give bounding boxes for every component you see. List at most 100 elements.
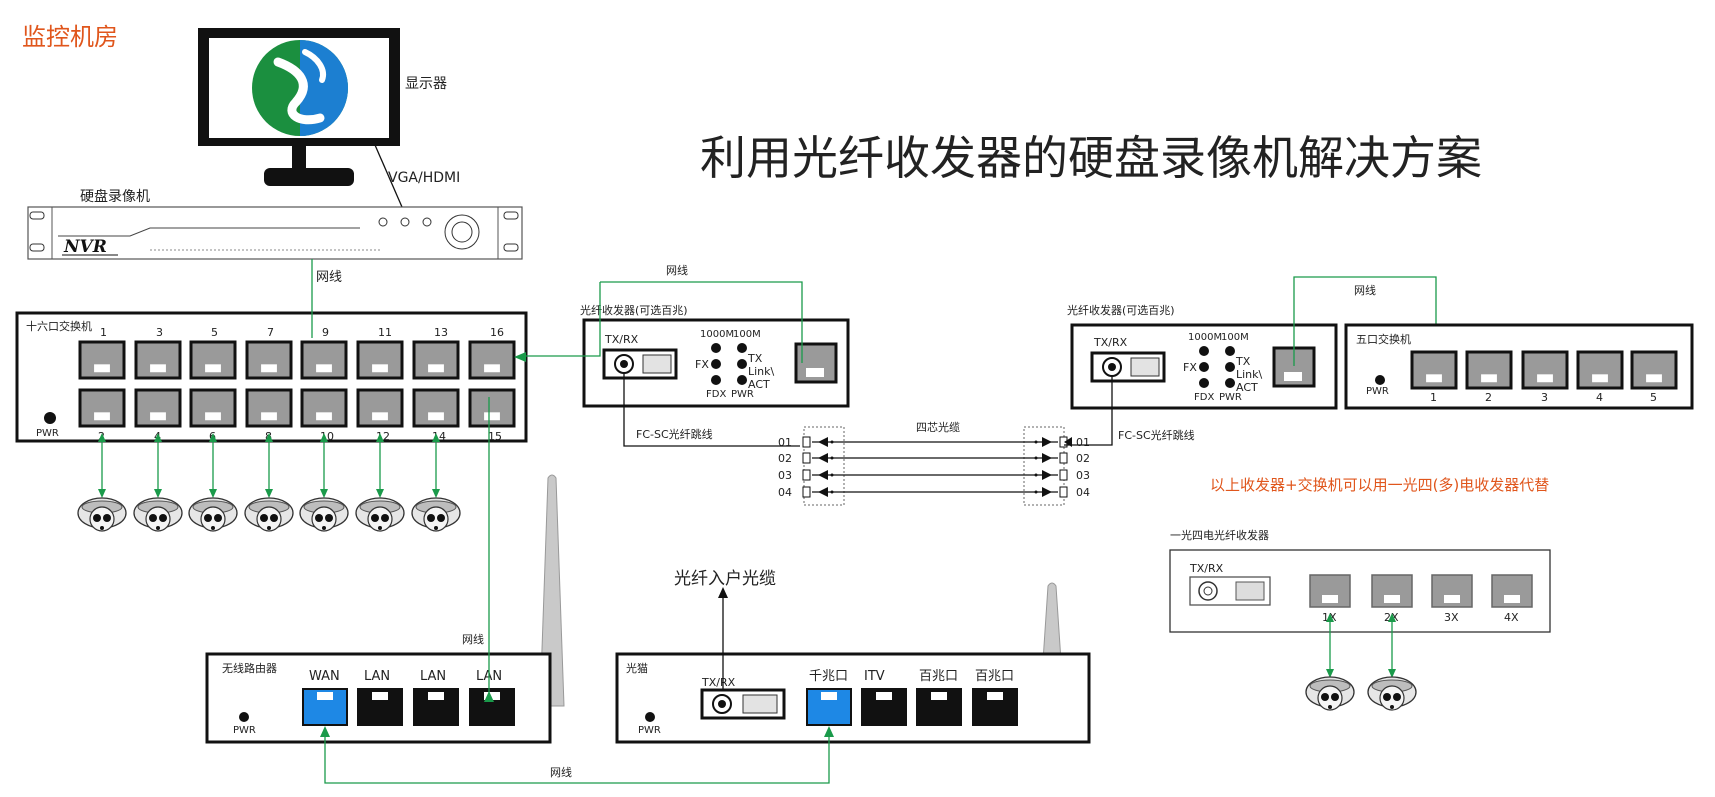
switch5-port — [1576, 350, 1624, 390]
switch16-port-number: 5 — [211, 326, 218, 339]
router-label: 无线路由器 — [222, 661, 277, 675]
switch16-port — [412, 388, 460, 428]
router-port-label: LAN — [420, 669, 446, 684]
switch5-port — [1630, 350, 1678, 390]
one-to-four-port-number: 3X — [1444, 611, 1459, 624]
monitor-stand — [264, 168, 354, 186]
switch16-port — [468, 340, 516, 380]
status-led — [711, 375, 721, 385]
modem-port-label: 百兆口 — [919, 669, 958, 684]
router-pwr-label: PWR — [233, 725, 256, 736]
switch5-port — [1465, 350, 1513, 390]
nvr-brand: NVR — [63, 237, 107, 257]
modem-chassis — [615, 652, 1091, 744]
switch16-port — [300, 388, 348, 428]
led-act: ACT — [748, 378, 770, 391]
status-led — [1199, 378, 1209, 388]
modem-port — [972, 688, 1018, 726]
one-to-four-port — [1431, 574, 1473, 608]
switch5-pwr-led — [1375, 375, 1385, 385]
switch16-port — [245, 340, 293, 380]
switch5-port — [1521, 350, 1569, 390]
switch5-port-number: 5 — [1650, 391, 1657, 404]
diagram-title: 利用光纤收发器的硬盘录像机解决方案 — [700, 131, 1482, 185]
top-right-link-label: 网线 — [1354, 283, 1376, 297]
router-port-label: LAN — [364, 669, 390, 684]
switch5-port-number: 4 — [1596, 391, 1603, 404]
fiber-core-label: 02 — [778, 452, 792, 465]
one-to-four-label: 一光四电光纤收发器 — [1170, 528, 1269, 542]
patch-cord-right — [1064, 377, 1113, 446]
led-fx: FX — [1183, 361, 1197, 374]
modem-pwr-led — [645, 712, 655, 722]
transceiver-left-label: 光纤收发器(可选百兆) — [580, 303, 688, 317]
status-led — [711, 343, 721, 353]
fiber-core-label: 01 — [1076, 436, 1090, 449]
one-to-four-txrx: TX/RX — [1189, 562, 1224, 575]
dome-camera-icon — [1367, 676, 1417, 711]
wan-cable — [324, 732, 830, 784]
switch16-port-number: 13 — [434, 326, 448, 339]
switch16-port-number: 16 — [490, 326, 504, 339]
modem-txrx: TX/RX — [701, 676, 736, 689]
nvr-dial — [444, 214, 480, 250]
switch16-port — [300, 340, 348, 380]
modem-port — [916, 688, 962, 726]
switch16-port — [78, 340, 126, 380]
monitor-label: 显示器 — [405, 76, 447, 92]
transceiver-switch5-cable — [1293, 276, 1437, 366]
switch-port16-cable — [524, 282, 601, 357]
dome-camera-icon — [133, 497, 183, 532]
status-led — [737, 375, 747, 385]
switch16-port — [468, 388, 516, 428]
room-label: 监控机房 — [22, 23, 118, 51]
fiber-core-label: 04 — [778, 486, 792, 499]
switch16-port-number: 9 — [322, 326, 329, 339]
dome-camera-icon — [299, 497, 349, 532]
modem-port-label: ITV — [864, 669, 885, 684]
fiber-label: 四芯光缆 — [916, 420, 960, 434]
router-wan-port — [302, 688, 348, 726]
led-1000m: 1000M — [1188, 332, 1222, 343]
dome-camera-icon — [411, 497, 461, 532]
vga-label: VGA/HDMI — [388, 170, 460, 186]
modem-pwr-label: PWR — [638, 725, 661, 736]
patch-cord-left — [623, 374, 800, 447]
switch16-label: 十六口交换机 — [26, 319, 92, 333]
led-link: Link\ — [1236, 368, 1263, 381]
transceiver-switch-cable — [642, 281, 803, 363]
nvr-button — [400, 217, 410, 227]
fiber-core-label: 01 — [778, 436, 792, 449]
modem-port-label: 千兆口 — [809, 669, 848, 684]
led-100m: 100M — [733, 329, 761, 340]
led-fx: FX — [695, 358, 709, 371]
led-100m: 100M — [1221, 332, 1249, 343]
one-to-four-port-number: 4X — [1504, 611, 1519, 624]
switch16-port — [245, 388, 293, 428]
dome-camera-icon — [77, 497, 127, 532]
fiber-core-label: 03 — [1076, 469, 1090, 482]
switch16-pwr-label: PWR — [36, 428, 59, 439]
nvr-label: 硬盘录像机 — [80, 188, 150, 205]
transceiver-left-txrx: TX/RX — [604, 333, 639, 346]
nvr-button — [378, 217, 388, 227]
logo-icon — [252, 40, 348, 136]
switch5-pwr-label: PWR — [1366, 386, 1389, 397]
fiber-core-label: 04 — [1076, 486, 1090, 499]
modem-port — [806, 688, 852, 726]
router-lan-port — [413, 688, 459, 726]
one-to-four-transceiver: 一光四电光纤收发器 TX/RX 1X2X3X4X — [1169, 528, 1551, 633]
led-1000m: 1000M — [700, 329, 734, 340]
switch5-port — [1410, 350, 1458, 390]
switch16-port — [189, 340, 237, 380]
status-led — [1199, 362, 1209, 372]
dome-camera-icon — [355, 497, 405, 532]
incoming-fiber-label: 光纤入户光缆 — [674, 569, 776, 589]
router-lan-port — [469, 688, 515, 726]
switch16-port-number: 1 — [100, 326, 107, 339]
switch16-port-number: 11 — [378, 326, 392, 339]
status-led — [1225, 346, 1235, 356]
transceiver-right: 光纤收发器(可选百兆) TX/RX 1000M 100M FX FDX PWR … — [1067, 303, 1338, 410]
